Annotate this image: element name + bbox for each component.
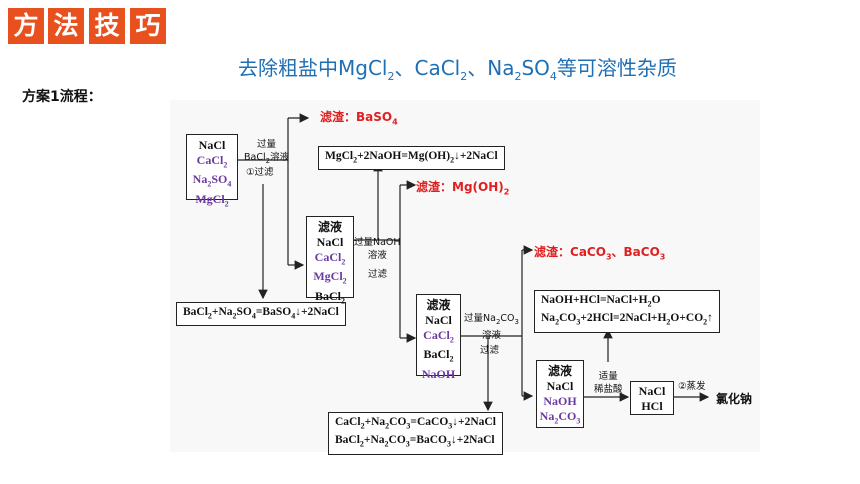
species-na2co3: Na2CO3	[539, 409, 581, 426]
step5-operation-label: ②蒸发	[678, 381, 706, 392]
precipitate-mgoh2: 滤渣：Mg(OH)2	[416, 180, 510, 197]
species-nacl: NaCl	[425, 313, 452, 327]
product-label: 氯化钠	[716, 392, 753, 406]
equation-neutralization: NaOH+HCl=NaCl+H2O Na2CO3+2HCl=2NaCl+H2O+…	[534, 290, 720, 333]
crude-salt-box: NaCl CaCl2 Na2SO4 MgCl2	[186, 134, 238, 208]
page-title: 去除粗盐中MgCl2、CaCl2、Na2SO4等可溶性杂质	[238, 56, 677, 83]
filtrate-box-3: 滤液 NaCl NaOH Na2CO3	[536, 360, 584, 428]
species-cacl2: CaCl2	[423, 328, 454, 345]
step2-reagent-label: 过量NaOH 溶液	[354, 237, 401, 261]
species-mgcl2: MgCl2	[313, 269, 347, 286]
step4-reagent-label: 适量 稀盐酸	[594, 371, 623, 395]
species-nacl: NaCl	[198, 138, 226, 152]
species-naoh: NaOH	[421, 366, 456, 381]
badge-char-4: 巧	[130, 8, 166, 44]
species-cacl2: CaCl2	[196, 153, 228, 170]
species-cacl2: CaCl2	[314, 250, 346, 267]
equation-bacl2-na2so4: BaCl2+Na2SO4=BaSO4↓+2NaCl	[176, 302, 346, 327]
equation-mgcl2-naoh: MgCl2+2NaOH=Mg(OH)2↓+2NaCl	[318, 146, 505, 171]
filtrate-box-2: 滤液 NaCl CaCl2 BaCl2 NaOH	[416, 294, 461, 381]
species-naoh: NaOH	[543, 394, 577, 408]
badge-char-2: 法	[48, 8, 84, 44]
badge-char-3: 技	[89, 8, 125, 44]
step3-reagent-label: 过量Na2CO3 溶液	[464, 313, 519, 341]
species-nacl: NaCl	[546, 379, 574, 393]
species-bacl2: BaCl2	[423, 347, 454, 364]
filtrate-title: 滤液	[426, 298, 451, 312]
step2-operation-label: 过滤	[368, 269, 388, 280]
precipitate-baso4: 滤渣：BaSO4	[320, 110, 398, 127]
flow-arrows	[238, 113, 710, 412]
final-solution-box: NaCl HCl	[630, 381, 674, 415]
flow-diagram: NaCl CaCl2 Na2SO4 MgCl2 过量 BaCl2溶液 ①过滤 滤…	[170, 100, 760, 455]
badge-char-1: 方	[8, 8, 44, 44]
step3-operation-label: 过滤	[480, 345, 500, 356]
filtrate-title: 滤液	[317, 220, 342, 234]
species-mgcl2: MgCl2	[195, 191, 229, 209]
equation-carbonate-precipitation: CaCl2+Na2CO3=CaCO3↓+2NaCl BaCl2+Na2CO3=B…	[328, 412, 503, 455]
step1-operation-label: ①过滤	[246, 167, 274, 178]
scheme-label: 方案1流程：	[22, 89, 102, 105]
filtrate-title: 滤液	[547, 364, 572, 378]
species-na2so4: Na2SO4	[192, 172, 232, 189]
species-nacl: NaCl	[638, 384, 666, 398]
species-hcl: HCl	[641, 399, 663, 413]
filtrate-box-1: 滤液 NaCl CaCl2 MgCl2 BaCl2	[306, 216, 354, 305]
species-nacl: NaCl	[316, 235, 344, 249]
precipitate-caco3-baco3: 滤渣：CaCO3、BaCO3	[534, 245, 666, 262]
species-bacl2: BaCl2	[314, 288, 345, 306]
step1-reagent-label: 过量 BaCl2溶液	[244, 139, 290, 165]
